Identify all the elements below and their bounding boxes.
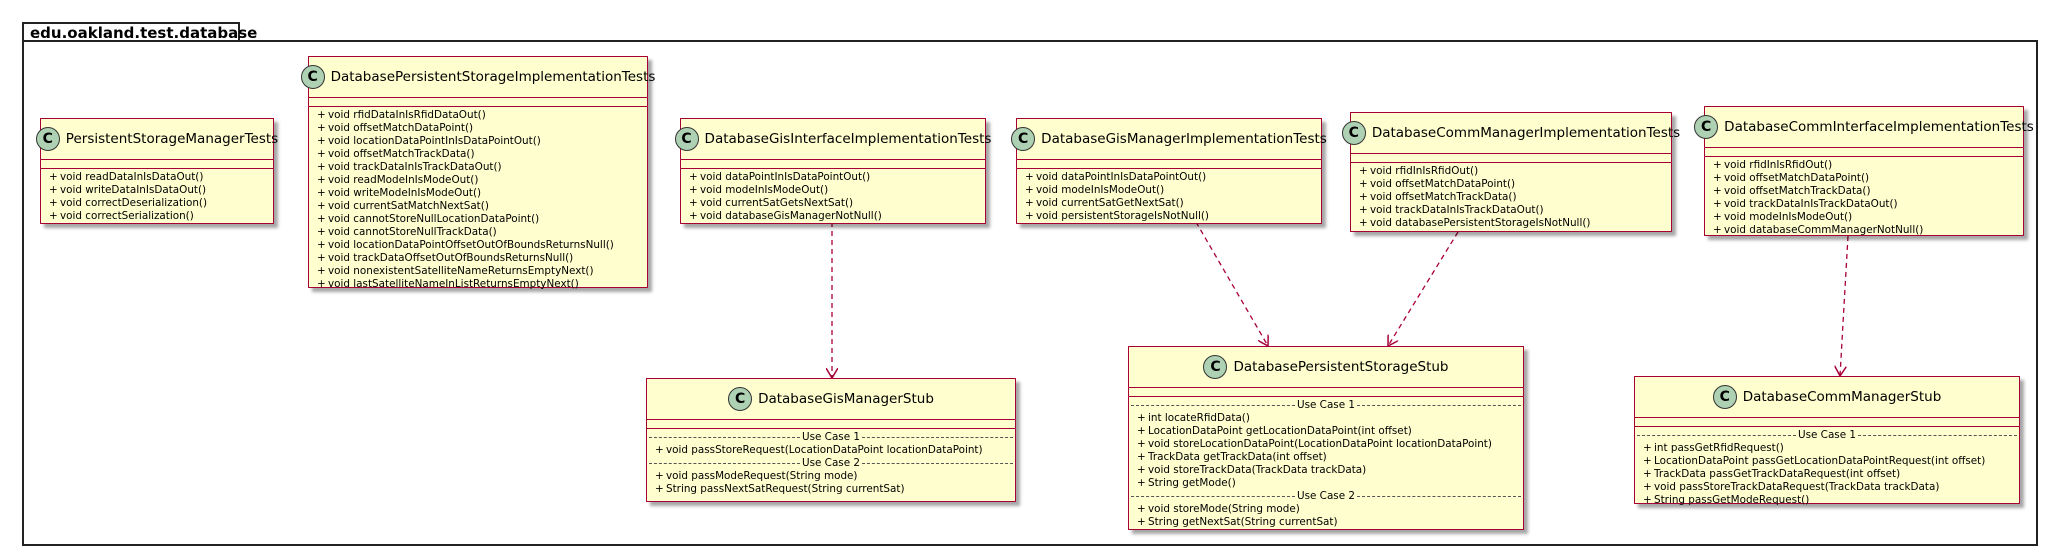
method: +String passNextSatRequest(String curren…: [655, 483, 905, 495]
class-persistent-storage-manager-tests: C PersistentStorageManagerTests +void rea…: [35, 118, 278, 224]
class-name: DatabasePersistentStorageStub: [1233, 359, 1449, 375]
method: +void storeLocationDataPoint(LocationDat…: [1137, 438, 1492, 450]
method: +void modeInIsModeOut(): [1025, 184, 1165, 196]
class-name: DatabasePersistentStorageImplementationT…: [330, 69, 656, 85]
method: +void trackDataInIsTrackDataOut(): [1713, 198, 1898, 210]
method: +void correctDeserialization(): [49, 197, 208, 209]
method: +void persistentStorageIsNotNull(): [1025, 210, 1209, 222]
method: +String getNextSat(String currentSat): [1137, 516, 1338, 528]
class-name: DatabaseCommInterfaceImplementationTests: [1724, 119, 2034, 135]
class-badge-icon: C: [1203, 355, 1228, 379]
class-name: PersistentStorageManagerTests: [65, 131, 279, 147]
class-name: DatabaseGisManagerStub: [758, 391, 934, 407]
class-badge-icon: C: [35, 127, 60, 151]
section-separator: Use Case 1: [649, 431, 1013, 444]
method: +void writeModeInIsModeOut(): [317, 187, 482, 199]
method: +void rfidInIsRfidOut(): [1359, 165, 1479, 177]
method: +void offsetMatchDataPoint(): [1359, 178, 1516, 190]
class-name: DatabaseGisManagerImplementationTests: [1041, 131, 1327, 147]
method: +void correctSerialization(): [49, 210, 194, 222]
method: +void locationDataPointOffsetOutOfBounds…: [317, 239, 614, 251]
section-separator: Use Case 1: [1131, 399, 1521, 412]
method: +void currentSatMatchNextSat(): [317, 200, 489, 212]
method: +void offsetMatchTrackData(): [1359, 191, 1517, 203]
class-badge-icon: C: [1341, 121, 1366, 145]
method: +void offsetMatchTrackData(): [317, 148, 475, 160]
class-badge-icon: C: [1712, 385, 1737, 409]
section-separator: Use Case 2: [1131, 490, 1521, 503]
method: +int locateRfidData(): [1137, 412, 1250, 424]
method: +void storeTrackData(TrackData trackData…: [1137, 464, 1367, 476]
method: +void offsetMatchDataPoint(): [317, 122, 474, 134]
method: +String passGetModeRequest(): [1643, 494, 1810, 506]
method: +void currentSatGetNextSat(): [1025, 197, 1184, 209]
arrow-commmanager-to-storagestub: [1388, 231, 1459, 346]
method: +void modeInIsModeOut(): [1713, 211, 1853, 223]
method: +void trackDataInIsTrackDataOut(): [1359, 204, 1544, 216]
section-separator: Use Case 1: [1637, 429, 2017, 442]
method: +void offsetMatchTrackData(): [1713, 185, 1871, 197]
method: +void nonexistentSatelliteNameReturnsEmp…: [317, 265, 594, 277]
class-badge-icon: C: [1011, 127, 1036, 151]
method: +void modeInIsModeOut(): [689, 184, 829, 196]
class-database-gis-manager-stub: C DatabaseGisManagerStub Use Case 1 +void…: [646, 378, 1016, 502]
class-badge-icon: C: [1694, 115, 1719, 139]
class-database-gis-manager-implementation-tests: C DatabaseGisManagerImplementationTests +…: [1011, 118, 1327, 224]
method: +void rfidDataInIsRfidDataOut(): [317, 109, 486, 121]
class-badge-icon: C: [728, 387, 753, 411]
method: +void storeMode(String mode): [1137, 503, 1300, 515]
class-name: DatabaseGisInterfaceImplementationTests: [704, 131, 992, 147]
package-tab: edu.oakland.test.database: [22, 22, 257, 42]
method: +void databasePersistentStorageIsNotNull…: [1359, 217, 1591, 229]
class-database-comm-manager-stub: C DatabaseCommManagerStub Use Case 1 +int…: [1634, 376, 2020, 506]
class-badge-icon: C: [300, 65, 325, 89]
method: +void dataPointInIsDataPointOut(): [1025, 171, 1207, 183]
method: +void databaseGisManagerNotNull(): [689, 210, 882, 222]
class-name: DatabaseCommManagerImplementationTests: [1371, 125, 1681, 141]
class-name: DatabaseCommManagerStub: [1742, 389, 1942, 405]
method: +void writeDataInIsDataOut(): [49, 184, 207, 196]
class-badge-icon: C: [674, 127, 699, 151]
package-name: edu.oakland.test.database: [30, 24, 258, 42]
class-database-persistent-storage-stub: C DatabasePersistentStorageStub Use Case …: [1128, 346, 1524, 530]
package-body: [22, 40, 2038, 546]
method: +void passStoreTrackDataRequest(TrackDat…: [1643, 481, 1940, 493]
method: +LocationDataPoint passGetLocationDataPo…: [1643, 455, 1986, 467]
method: +void locationDataPointInIsDataPointOut(…: [317, 135, 541, 147]
method: +void trackDataInIsTrackDataOut(): [317, 161, 502, 173]
class-database-gis-interface-implementation-tests: C DatabaseGisInterfaceImplementationTests…: [674, 118, 991, 224]
method: +TrackData passGetTrackDataRequest(int o…: [1643, 468, 1901, 480]
method: +void lastSatelliteNameInListReturnsEmpt…: [317, 278, 579, 290]
arrow-gismanager-to-storagestub: [1195, 221, 1268, 346]
method: +void trackDataOffsetOutOfBoundsReturnsN…: [317, 252, 574, 264]
method: +void readDataInIsDataOut(): [49, 171, 204, 183]
method: +void offsetMatchDataPoint(): [1713, 172, 1870, 184]
method: +String getMode(): [1137, 477, 1236, 489]
method: +void rfidInIsRfidOut(): [1713, 159, 1833, 171]
method: +void passModeRequest(String mode): [655, 470, 858, 482]
method: +void dataPointInIsDataPointOut(): [689, 171, 871, 183]
method: +LocationDataPoint getLocationDataPoint(…: [1137, 425, 1412, 437]
method: +void currentSatGetsNextSat(): [689, 197, 854, 209]
method: +void passStoreRequest(LocationDataPoint…: [655, 444, 983, 456]
method: +void readModeInIsModeOut(): [317, 174, 479, 186]
method: +int passGetRfidRequest(): [1643, 442, 1784, 454]
method: +void cannotStoreNullTrackData(): [317, 226, 497, 238]
method: +TrackData getTrackData(int offset): [1137, 451, 1327, 463]
class-database-persistent-storage-implementation-tests: C DatabasePersistentStorageImplementation…: [300, 56, 655, 290]
class-database-comm-interface-implementation-tests: C DatabaseCommInterfaceImplementationTest…: [1694, 106, 2034, 236]
method: +void cannotStoreNullLocationDataPoint(): [317, 213, 540, 225]
arrow-comminterface-to-commstub: [1840, 235, 1849, 376]
section-separator: Use Case 2: [649, 457, 1013, 470]
method: +void databaseCommManagerNotNull(): [1713, 224, 1924, 236]
